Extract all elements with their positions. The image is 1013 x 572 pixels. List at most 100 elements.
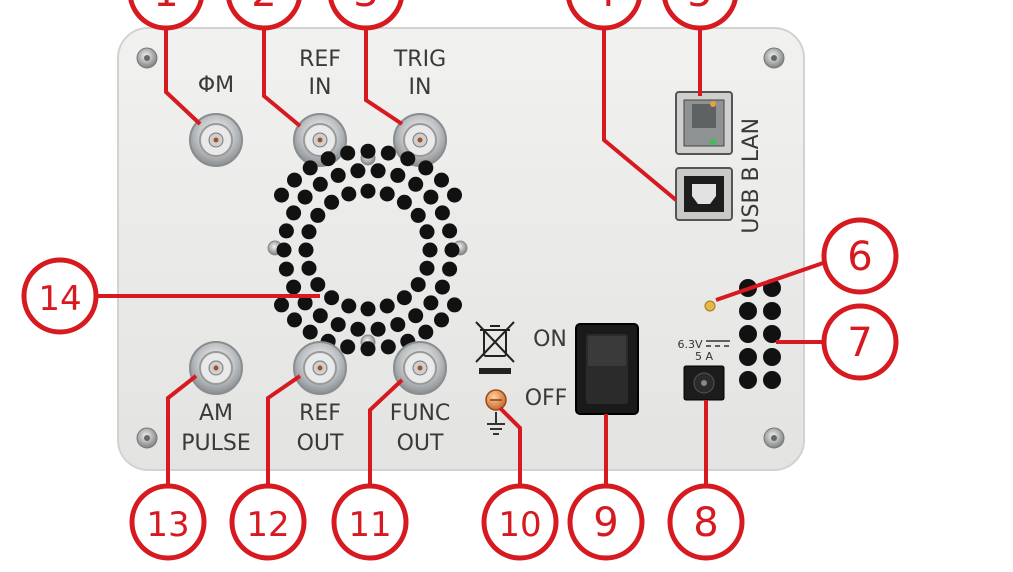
label-am: AM xyxy=(199,401,233,426)
fan-hole xyxy=(380,339,396,355)
screw-icon xyxy=(763,47,785,69)
fan-hole xyxy=(390,167,406,183)
svg-text:12: 12 xyxy=(246,505,289,545)
label-func-out-top: FUNC xyxy=(390,401,451,426)
fan-hole xyxy=(330,167,346,183)
callout-14: 14 xyxy=(21,257,99,335)
fan-hole xyxy=(297,189,313,205)
fan-hole xyxy=(274,297,289,313)
callout-5: 5 xyxy=(662,0,738,31)
label-trig-in-top: TRIG xyxy=(393,47,446,72)
label-phase-mod: ΦM xyxy=(198,73,234,98)
fan-hole xyxy=(287,312,302,328)
vent-hole xyxy=(763,325,781,343)
screw-icon xyxy=(136,47,158,69)
svg-text:3: 3 xyxy=(353,0,378,16)
fan-hole xyxy=(340,145,356,161)
ground-symbol-icon xyxy=(487,412,505,435)
svg-text:11: 11 xyxy=(348,505,391,545)
fan-hole xyxy=(360,143,376,159)
label-ref-out-bottom: OUT xyxy=(297,431,344,456)
fan-hole xyxy=(408,176,424,192)
power-switch[interactable] xyxy=(575,323,639,415)
fan-hole xyxy=(434,172,449,188)
fan-hole xyxy=(419,260,435,276)
vent-holes xyxy=(739,279,781,389)
label-power-current: 5 A xyxy=(695,350,713,363)
svg-text:9: 9 xyxy=(593,500,618,546)
screw-icon xyxy=(763,427,785,449)
callout-6: 6 xyxy=(821,217,899,295)
fan-hole xyxy=(341,186,357,202)
fan-hole xyxy=(434,205,450,221)
svg-text:14: 14 xyxy=(38,279,81,319)
vent-hole xyxy=(763,371,781,389)
callout-10: 10 xyxy=(481,483,559,561)
fan-hole xyxy=(360,183,376,199)
dc-power-jack[interactable] xyxy=(683,365,725,401)
vent-hole xyxy=(763,302,781,320)
fan-hole xyxy=(422,242,438,258)
vent-hole xyxy=(739,371,757,389)
fan-hole xyxy=(370,163,386,179)
bnc-connector-ref-in[interactable] xyxy=(293,113,347,167)
fan-hole xyxy=(286,205,302,221)
usb-b-port[interactable] xyxy=(675,167,733,221)
fan-hole xyxy=(360,301,376,317)
leader-lines xyxy=(96,8,827,500)
ground-terminal[interactable] xyxy=(485,389,507,411)
bnc-connector-am-pulse[interactable] xyxy=(189,341,243,395)
svg-text:6: 6 xyxy=(847,234,872,280)
fan-hole xyxy=(301,260,317,276)
fan-hole xyxy=(442,261,458,277)
fan-hole xyxy=(418,324,434,340)
label-lan: LAN xyxy=(739,118,764,162)
fan-hole xyxy=(447,297,462,313)
bnc-connector-ref-out[interactable] xyxy=(293,341,347,395)
fan-hole xyxy=(360,341,376,357)
fan-hole xyxy=(434,312,449,328)
callout-4: 4 xyxy=(566,0,642,31)
fan-hole xyxy=(312,176,328,192)
svg-text:7: 7 xyxy=(847,320,872,366)
callout-9: 9 xyxy=(567,483,645,561)
label-ref-in-bottom: IN xyxy=(309,75,332,100)
callout-8: 8 xyxy=(667,483,745,561)
bnc-connector-func-out[interactable] xyxy=(393,341,447,395)
callout-13: 13 xyxy=(129,483,207,561)
callout-3: 3 xyxy=(328,0,404,31)
fan-hole xyxy=(310,277,326,293)
fan-hole xyxy=(287,172,302,188)
label-func-out-bottom: OUT xyxy=(397,431,444,456)
vent-hole xyxy=(739,302,757,320)
fan-hole xyxy=(423,295,439,311)
lan-port[interactable] xyxy=(675,91,733,155)
bnc-connector-phase-mod[interactable] xyxy=(189,113,243,167)
label-power-voltage: 6.3V xyxy=(677,338,702,351)
fan-hole xyxy=(418,160,434,176)
label-usb-b: USB B xyxy=(739,166,764,233)
fan-hole xyxy=(423,189,439,205)
label-pulse: PULSE xyxy=(181,431,251,456)
fan-hole xyxy=(301,224,317,240)
fan-hole xyxy=(298,242,314,258)
fan-hole xyxy=(297,295,313,311)
label-off: OFF xyxy=(525,386,568,411)
fan-hole xyxy=(330,317,346,333)
svg-text:4: 4 xyxy=(591,0,616,16)
fan-hole xyxy=(444,242,460,258)
fan-hole xyxy=(312,308,328,324)
fan-hole xyxy=(408,308,424,324)
fan-hole xyxy=(324,194,340,210)
fan-hole xyxy=(419,224,435,240)
fan-hole xyxy=(276,242,292,258)
fan-hole xyxy=(442,223,458,239)
label-trig-in-bottom: IN xyxy=(409,75,432,100)
fan-hole xyxy=(370,321,386,337)
vent-hole xyxy=(763,348,781,366)
fan-hole xyxy=(410,207,426,223)
svg-text:8: 8 xyxy=(693,500,718,546)
callout-2: 2 xyxy=(226,0,302,31)
fan-hole xyxy=(400,151,416,167)
